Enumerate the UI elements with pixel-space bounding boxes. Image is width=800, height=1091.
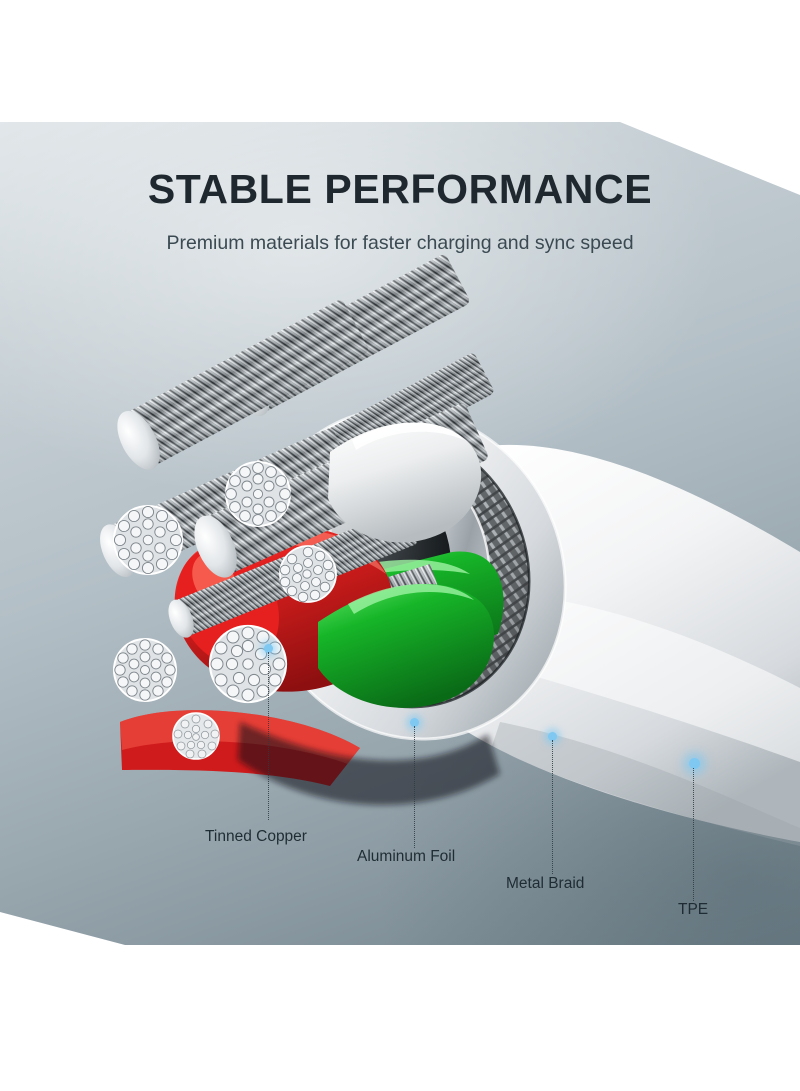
tpe-label: TPE [678,901,709,918]
aluminum-foil-marker-dot [410,718,419,727]
metal-braid-label: Metal Braid [506,875,585,892]
stranded-bundle-left-upper [117,300,368,470]
white-wire-exposed [328,422,482,543]
strand-face-top [225,461,291,527]
strand-face-middle [279,545,337,603]
green-wire-exposed [318,583,495,708]
cable-cross-section-illustration [100,255,800,846]
tpe-marker-dot [689,758,700,769]
tinned-copper-marker-dot [264,644,273,653]
core-shadow [238,722,500,806]
strand-end-faces [113,461,337,760]
aluminum-foil-leader-line [414,726,415,848]
metal-braid-marker-dot [548,732,557,741]
strand-face-bottom-small [172,712,220,760]
strand-face-left-upper [113,505,183,575]
strand-face-lower-center [208,624,288,704]
tpe-leader-line [693,768,694,901]
metal-braid-leader-line [552,740,553,874]
strand-face-lower-left [113,638,177,702]
page-title: STABLE PERFORMANCE [147,166,653,212]
tinned-copper-label: Tinned Copper [205,828,307,845]
page-subtitle: Premium materials for faster charging an… [166,232,634,254]
tinned-copper-leader-line [268,652,269,820]
aluminum-foil-label: Aluminum Foil [357,848,456,865]
